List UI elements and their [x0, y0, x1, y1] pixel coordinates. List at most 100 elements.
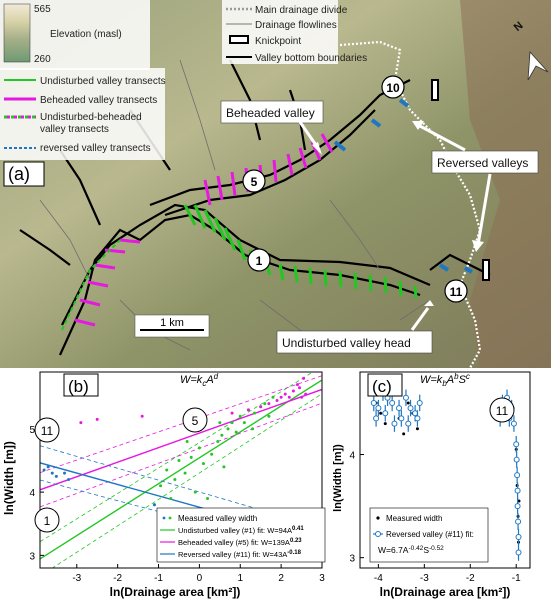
svg-text:11: 11 — [450, 285, 463, 299]
valley-label-10: 10 — [381, 75, 405, 99]
scale-bar-label: 1 km — [160, 317, 184, 329]
legend-undisturbed-beheaded-1: Undisturbed-beheaded — [40, 112, 142, 123]
data-point — [300, 395, 304, 399]
chart-b-circle-5: 5 — [182, 407, 208, 433]
data-point — [169, 496, 173, 500]
chart-c-title: W=kbAbSc — [420, 372, 470, 388]
data-point — [298, 386, 302, 390]
data-point — [234, 430, 238, 434]
data-point — [183, 471, 187, 475]
data-point — [370, 399, 377, 406]
elevation-colorbar — [3, 3, 31, 63]
data-point — [514, 487, 521, 494]
legend-knickpoint: Knickpoint — [255, 36, 301, 47]
data-point — [50, 471, 54, 475]
data-point — [253, 411, 257, 415]
data-point — [514, 503, 521, 510]
data-point — [193, 490, 197, 494]
data-point — [159, 484, 163, 488]
data-point — [230, 411, 234, 415]
data-point — [201, 462, 205, 466]
chart-b-xlabel: ln(Drainage area [km²]) — [110, 585, 241, 599]
data-point — [46, 465, 50, 469]
data-point — [95, 417, 99, 421]
fit-confidence-line — [40, 372, 314, 543]
y-tick-label: 3 — [29, 551, 35, 562]
data-point — [54, 474, 58, 478]
data-point — [287, 395, 291, 399]
data-point — [398, 415, 405, 422]
elevation-max: 565 — [34, 4, 51, 15]
data-point — [275, 398, 279, 402]
data-point — [279, 395, 283, 399]
data-point — [405, 420, 412, 427]
data-point — [238, 414, 242, 418]
svg-text:11: 11 — [41, 424, 54, 438]
data-point — [291, 389, 295, 393]
svg-text:W=6.7A-0.42S-0.52: W=6.7A-0.42S-0.52 — [378, 545, 444, 555]
data-point — [402, 394, 409, 401]
data-point — [67, 477, 71, 481]
legend-valley-boundaries: Valley bottom boundaries — [255, 53, 367, 64]
undisturbed-beheaded-transects — [61, 239, 121, 331]
svg-text:5: 5 — [192, 414, 199, 428]
data-point — [407, 405, 414, 412]
svg-text:Measured width: Measured width — [386, 514, 442, 523]
data-point — [189, 455, 193, 459]
chart-b-circle-1: 1 — [34, 507, 60, 533]
legend-beheaded: Beheaded valley transects — [40, 95, 157, 106]
data-point — [283, 392, 287, 396]
svg-text:Measured valley width: Measured valley width — [178, 514, 257, 523]
svg-text:5: 5 — [251, 175, 258, 189]
data-point — [271, 395, 275, 399]
panel-a-label: (a) — [8, 164, 30, 184]
data-point — [302, 376, 306, 380]
callout-reversed: Reversed valleys — [437, 156, 528, 170]
data-point — [514, 472, 521, 479]
drainage-flowlines — [39, 59, 431, 351]
data-point — [267, 402, 271, 406]
data-point — [295, 383, 299, 387]
data-point — [216, 440, 220, 444]
fit-confidence-line — [40, 375, 322, 474]
valley-label-1: 1 — [247, 248, 271, 272]
y-tick-label: 3 — [349, 554, 355, 565]
fit-line — [40, 379, 322, 560]
data-point — [210, 452, 214, 456]
chart-c-circle-11: 11 — [489, 397, 515, 423]
data-point — [222, 465, 226, 469]
data-point — [415, 427, 419, 431]
svg-text:Beheaded valley (#5) fit: W=13: Beheaded valley (#5) fit: W=139A0.23 — [178, 538, 302, 547]
data-point — [517, 499, 521, 503]
data-point — [382, 410, 389, 417]
valley-label-11: 11 — [444, 279, 468, 303]
x-tick-label: 3 — [319, 573, 325, 584]
y-tick-label: 4 — [29, 488, 35, 499]
data-point — [379, 411, 383, 415]
data-point — [259, 405, 263, 409]
elevation-title: Elevation (masl) — [50, 29, 122, 40]
chart-c: -4-3-2-134 (c) W=kbAbSc 11 Measured widt… — [332, 371, 531, 599]
map-panel: 565 Elevation (masl) 260 Undisturbed val… — [0, 0, 551, 368]
svg-text:10: 10 — [386, 81, 400, 95]
data-point — [185, 440, 189, 444]
data-point — [391, 420, 398, 427]
callout-beheaded: Beheaded valley — [226, 106, 315, 120]
data-point — [416, 399, 423, 406]
chart-b-circle-11: 11 — [34, 417, 60, 443]
x-tick-label: -2 — [466, 573, 475, 584]
y-tick-label: 4 — [349, 451, 355, 462]
reversed-valley-transects — [333, 98, 473, 274]
data-point — [140, 414, 144, 418]
data-point — [42, 468, 46, 472]
x-tick-label: -1 — [512, 573, 521, 584]
data-point — [402, 432, 406, 436]
chart-b-ylabel: ln(Width [m]) — [2, 441, 16, 515]
y-tick-label: 5 — [29, 425, 35, 436]
data-point — [165, 468, 169, 472]
data-point — [230, 421, 234, 425]
data-point — [267, 414, 271, 418]
data-point — [414, 415, 421, 422]
data-point — [304, 392, 308, 396]
